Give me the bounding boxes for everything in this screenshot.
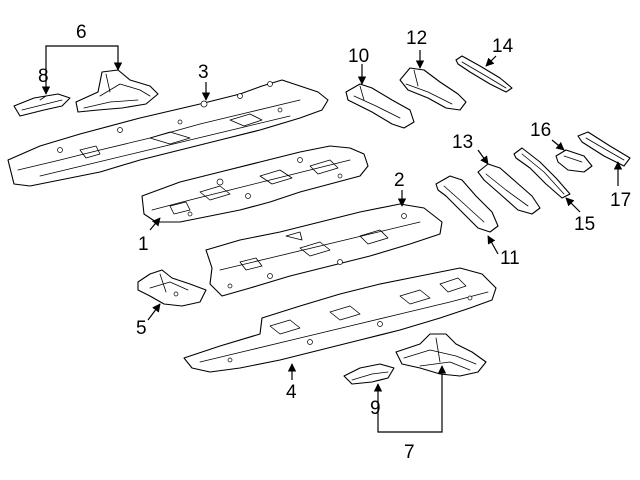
- callout-labels: 6 8 3 10 12 14 13 16 2 17 15 1 11 5 4 9 …: [38, 22, 631, 463]
- part-16-bracket[interactable]: [555, 149, 593, 173]
- callout-17: 17: [610, 190, 631, 211]
- part-4-rear-floor-pan[interactable]: [183, 267, 497, 373]
- callout-13: 13: [452, 132, 473, 153]
- part-7-reinforcement[interactable]: [395, 333, 487, 377]
- part-2-center-floor-pan[interactable]: [205, 203, 443, 297]
- callout-1: 1: [138, 234, 149, 255]
- part-11-crossmember[interactable]: [435, 175, 499, 233]
- callout-11: 11: [500, 248, 520, 269]
- part-3-side-rail[interactable]: [7, 79, 329, 187]
- callout-8: 8: [38, 66, 49, 87]
- part-5-bracket[interactable]: [137, 269, 207, 307]
- callout-6: 6: [76, 22, 87, 43]
- part-12-crossmember[interactable]: [399, 67, 467, 111]
- part-13-crossmember[interactable]: [477, 163, 541, 215]
- callout-7: 7: [404, 442, 415, 463]
- part-14-bar[interactable]: [455, 55, 513, 93]
- callout-14: 14: [492, 36, 514, 57]
- callout-5: 5: [136, 318, 147, 339]
- callout-15: 15: [574, 214, 595, 235]
- callout-16: 16: [530, 120, 551, 141]
- part-17-bracket[interactable]: [577, 131, 631, 167]
- leader-lines: [41, 45, 623, 433]
- part-9-bracket[interactable]: [343, 363, 395, 385]
- callout-4: 4: [286, 382, 297, 403]
- callout-9: 9: [370, 398, 381, 419]
- part-8-bracket[interactable]: [13, 93, 71, 117]
- part-15-bar[interactable]: [513, 147, 571, 199]
- part-10-crossmember[interactable]: [345, 83, 415, 129]
- part-6-reinforcement[interactable]: [75, 69, 159, 113]
- callout-12: 12: [406, 28, 427, 49]
- callout-2: 2: [394, 170, 405, 191]
- callout-10: 10: [348, 46, 369, 67]
- part-1-front-floor-pan[interactable]: [141, 145, 369, 223]
- callout-3: 3: [198, 62, 209, 83]
